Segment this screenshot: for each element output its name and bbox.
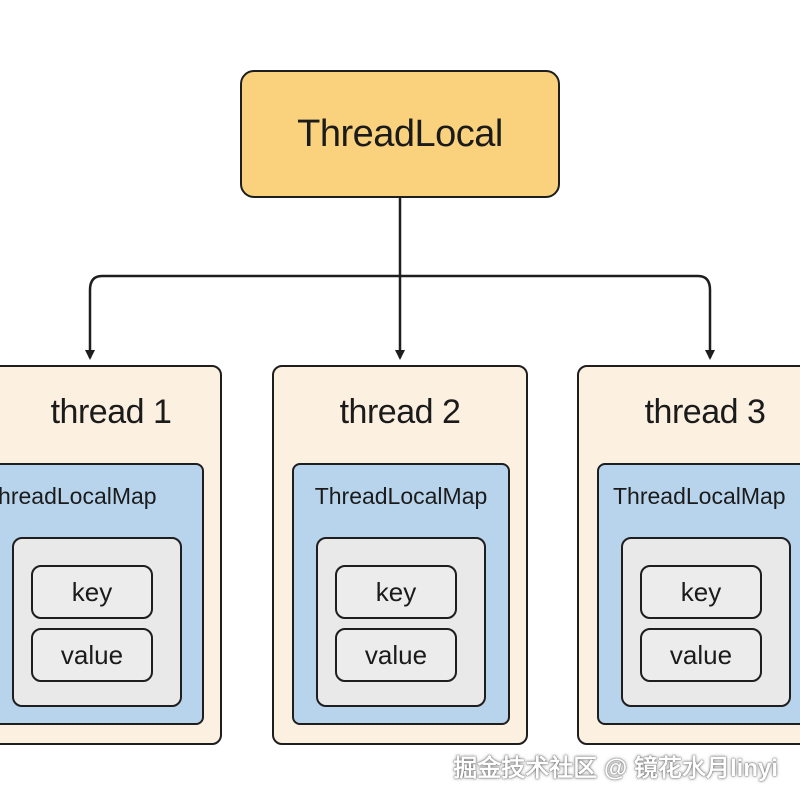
watermark-text: 掘金技术社区 @ 镜花水月linyi [453,755,778,782]
thread-2-value-field: value [335,628,457,682]
thread-2-entry-box: key value [316,537,486,707]
thread-2-map-label: ThreadLocalMap [314,483,488,509]
thread-3-map-label: ThreadLocalMap [613,483,786,509]
thread-3-key-field: key [640,565,762,619]
thread-1-entry-box: key value [12,537,182,707]
thread-1-key-field: key [31,565,153,619]
thread-3-label: thread 3 [644,393,766,431]
thread-1-value-field: value [31,628,153,682]
thread-1-box: thread 1 ThreadLocalMap key value [0,365,222,745]
thread-2-map-box: ThreadLocalMap key value [292,463,510,725]
arrow-to-thread-1 [85,274,103,360]
thread-3-entry-box: key value [621,537,791,707]
thread-2-key-field: key [335,565,457,619]
thread-2-box: thread 2 ThreadLocalMap key value [272,365,528,745]
thread-1-map-box: ThreadLocalMap key value [0,463,204,725]
thread-3-value-field: value [640,628,762,682]
thread-3-box: thread 3 ThreadLocalMap key value [577,365,800,745]
arrow-to-thread-3 [697,274,715,360]
thread-1-label: thread 1 [50,393,172,431]
thread-2-label: thread 2 [339,393,461,431]
thread-3-map-box: ThreadLocalMap key value [597,463,800,725]
threadlocal-label: ThreadLocal [297,112,503,155]
thread-1-map-label: ThreadLocalMap [0,483,157,509]
threadlocal-node: ThreadLocal [240,70,560,198]
